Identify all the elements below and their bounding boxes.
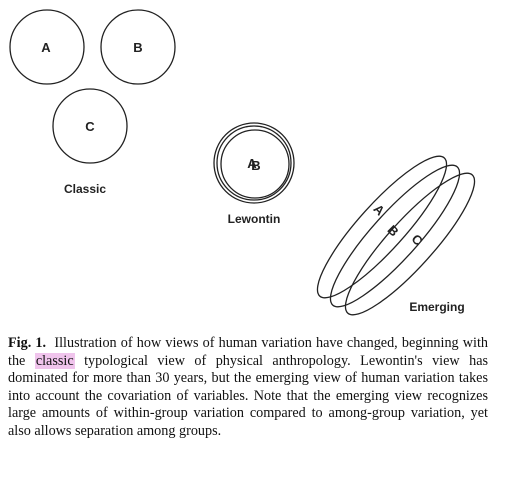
classic-group — [9, 9, 176, 164]
classic-letter-b: B — [133, 40, 142, 55]
lewontin-circle-a — [213, 122, 295, 204]
classic-label: Classic — [64, 182, 106, 196]
lewontin-letter-b: B — [251, 158, 260, 173]
lewontin-circle-c — [220, 129, 290, 199]
emerging-ellipse-a — [316, 155, 448, 299]
emerging-letter-c: C — [409, 231, 427, 249]
emerging-letter-a: A — [371, 201, 389, 219]
classic-circle-b — [100, 9, 176, 85]
caption-text-after: typological view of physical anthropolog… — [8, 352, 489, 439]
figure-diagram: A B C Classic A B Lewontin A B C Emergin… — [9, 9, 476, 316]
lewontin-letter-a: A — [247, 156, 257, 171]
emerging-group — [316, 155, 476, 316]
lewontin-group — [213, 122, 295, 204]
lewontin-circle-b — [216, 125, 292, 201]
classic-letter-c: C — [85, 119, 95, 134]
emerging-ellipse-c — [344, 172, 476, 316]
figure-caption: Fig. 1. Illustration of how views of hum… — [8, 335, 488, 441]
caption-fig-label: Fig. 1. — [8, 335, 47, 351]
classic-circle-a — [9, 9, 85, 85]
emerging-letter-b: B — [385, 222, 402, 239]
caption-highlighted-word: classic — [34, 352, 75, 369]
emerging-ellipse-b — [329, 164, 461, 308]
lewontin-label: Lewontin — [228, 212, 281, 226]
emerging-label: Emerging — [409, 300, 464, 314]
caption-text-before: Illustration of how views of human varia… — [8, 335, 489, 369]
classic-circle-c — [52, 88, 128, 164]
classic-letter-a: A — [41, 40, 51, 55]
